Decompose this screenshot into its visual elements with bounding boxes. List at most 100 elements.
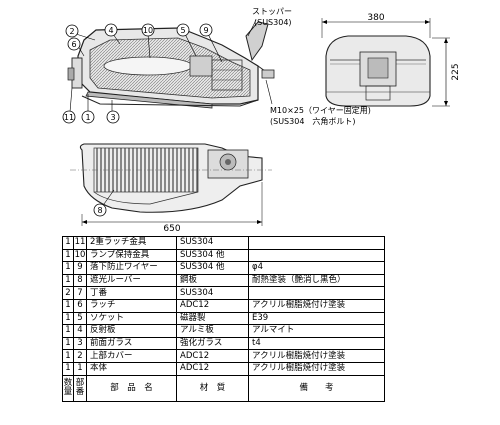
cell-material: ADC12 [176,349,249,363]
cell-material: SUS304 [176,286,249,300]
cell-qty: 1 [62,261,74,275]
cell-part-name: 2重ラッチ金具 [86,236,177,250]
cell-part-name: 遮光ルーバー [86,273,177,288]
bolt-label: M10×25（ワイヤー固定用) [270,105,371,115]
cell-qty: 1 [62,273,74,288]
cell-qty: 1 [62,311,74,326]
callout-1: 1 [81,110,95,124]
callout-11: 11 [62,110,76,124]
callout-4: 4 [104,23,118,37]
header-qty: 数量 [62,374,74,402]
svg-text:11: 11 [64,113,74,122]
callout-2: 2 [65,24,79,38]
cell-material: SUS304 [176,236,249,250]
svg-text:4: 4 [108,26,113,35]
cell-qty: 1 [62,349,74,363]
svg-text:3: 3 [110,113,115,122]
cell-part-no: 4 [73,324,87,338]
cell-material: 強化ガラス [176,336,249,351]
cell-material: ADC12 [176,361,249,376]
cell-qty: 1 [62,336,74,351]
cell-part-no: 10 [73,248,87,263]
end-view-height-dim: 225 [451,63,461,80]
cell-qty: 2 [62,286,74,300]
bolt-material: (SUS304 六角ボルト) [270,116,356,126]
header-remarks: 備 考 [248,374,385,402]
cell-part-name: 落下防止ワイヤー [86,261,177,275]
top-view-length-dim: 650 [163,224,180,232]
end-view: 380 225 [321,13,461,107]
svg-text:5: 5 [180,26,185,35]
end-view-width-dim: 380 [367,13,384,23]
cell-part-no: 6 [73,298,87,313]
cell-part-name: 反射板 [86,324,177,338]
cell-remarks [248,286,385,300]
svg-text:10: 10 [143,26,153,35]
cell-part-no: 2 [73,349,87,363]
cell-qty: 1 [62,361,74,376]
cell-part-name: 前面ガラス [86,336,177,351]
cell-part-no: 7 [73,286,87,300]
header-part-no: 部番 [73,374,87,402]
callout-3: 3 [106,110,120,124]
cell-remarks: アクリル樹脂焼付け塗装 [248,361,385,376]
svg-text:8: 8 [97,206,102,215]
stopper-label: ストッパー [252,7,292,16]
cell-part-no: 9 [73,261,87,275]
cell-part-name: ソケット [86,311,177,326]
cell-remarks: アクリル樹脂焼付け塗装 [248,349,385,363]
top-view: 8 650 [70,143,272,232]
cell-qty: 1 [62,324,74,338]
cell-material: ADC12 [176,298,249,313]
cell-part-no: 1 [73,361,87,376]
svg-text:6: 6 [71,40,76,49]
callout-10: 10 [141,23,155,37]
cell-part-no: 3 [73,336,87,351]
cell-part-name: ランプ保持金具 [86,248,177,263]
cell-material: SUS304 他 [176,248,249,263]
cell-part-name: ラッチ [86,298,177,313]
cell-remarks [248,236,385,250]
cell-part-no: 11 [73,236,87,250]
cell-remarks: アルマイト [248,324,385,338]
cell-material: アルミ板 [176,324,249,338]
cell-part-name: 本体 [86,361,177,376]
header-name: 部 品 名 [86,374,177,402]
callout-5: 5 [176,23,190,37]
cell-remarks [248,248,385,263]
svg-text:2: 2 [69,27,74,36]
side-view: 2 4 10 5 9 6 1 [62,7,371,126]
cell-part-name: 上部カバー [86,349,177,363]
callout-6: 6 [67,37,81,51]
cell-part-name: 丁番 [86,286,177,300]
svg-text:1: 1 [85,113,90,122]
callout-9: 9 [199,23,213,37]
side-view-callouts: 2 4 10 5 9 6 1 [62,23,213,124]
svg-text:9: 9 [203,26,208,35]
cell-remarks: φ4 [248,261,385,275]
cell-material: 磁器製 [176,311,249,326]
cell-remarks: t4 [248,336,385,351]
cell-remarks: E39 [248,311,385,326]
technical-drawing: 2 4 10 5 9 6 1 [62,7,461,232]
cell-qty: 1 [62,248,74,263]
cell-qty: 1 [62,236,74,250]
cell-remarks: アクリル樹脂焼付け塗装 [248,298,385,313]
cell-material: 鋼板 [176,273,249,288]
header-material: 材 質 [176,374,249,402]
parts-table-header: 数量 部番 部 品 名 材 質 備 考 [62,374,385,402]
stopper-material: (SUS304) [254,18,292,27]
cell-part-no: 8 [73,273,87,288]
